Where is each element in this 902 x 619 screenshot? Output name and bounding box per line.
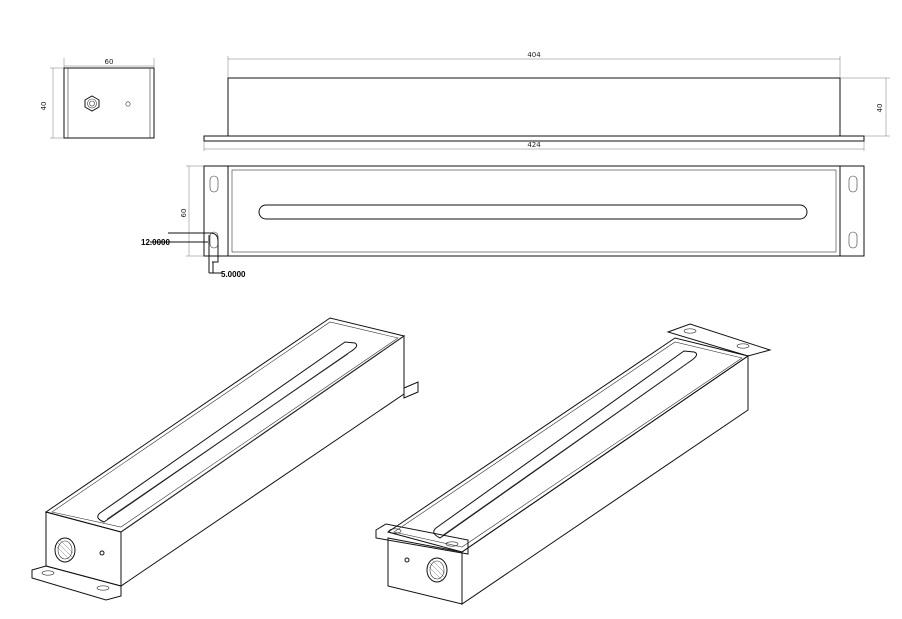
mount-hole-icon [445, 541, 459, 547]
plan-view: 60 12.0000 5.0000 [141, 165, 865, 279]
dim-right-height: 40 [876, 104, 884, 113]
dim-side-width: 60 [105, 58, 114, 66]
mount-hole-icon [848, 231, 858, 249]
mount-hole-icon [209, 175, 219, 193]
indicator-hole-icon [125, 101, 131, 107]
indicator-hole-icon [404, 557, 410, 563]
mount-hole-icon [41, 570, 55, 576]
dim-base-length: 424 [527, 141, 541, 149]
dim-slot-inset: 5.0000 [221, 270, 246, 279]
mount-hole-icon [683, 328, 697, 334]
light-slot [97, 341, 358, 523]
isometric-view-left [31, 317, 419, 601]
dim-plan-width: 60 [180, 209, 188, 218]
cable-gland-icon [54, 537, 76, 563]
dim-slot-offset: 12.0000 [141, 238, 170, 247]
front-elevation: 404 424 40 [203, 51, 890, 151]
mount-hole-icon [848, 175, 858, 193]
cable-gland-icon [426, 557, 448, 583]
dim-side-height: 40 [40, 102, 48, 111]
light-slot [433, 350, 698, 539]
mount-hole-icon [96, 585, 110, 591]
end-view: 60 40 [40, 58, 155, 139]
mount-hole-icon [736, 343, 750, 349]
isometric-view-right [375, 323, 772, 605]
indicator-hole-icon [99, 550, 105, 556]
dim-top-length: 404 [527, 51, 541, 59]
cable-gland-icon [84, 95, 100, 112]
mount-hole-icon [209, 231, 219, 249]
light-slot [258, 204, 808, 220]
